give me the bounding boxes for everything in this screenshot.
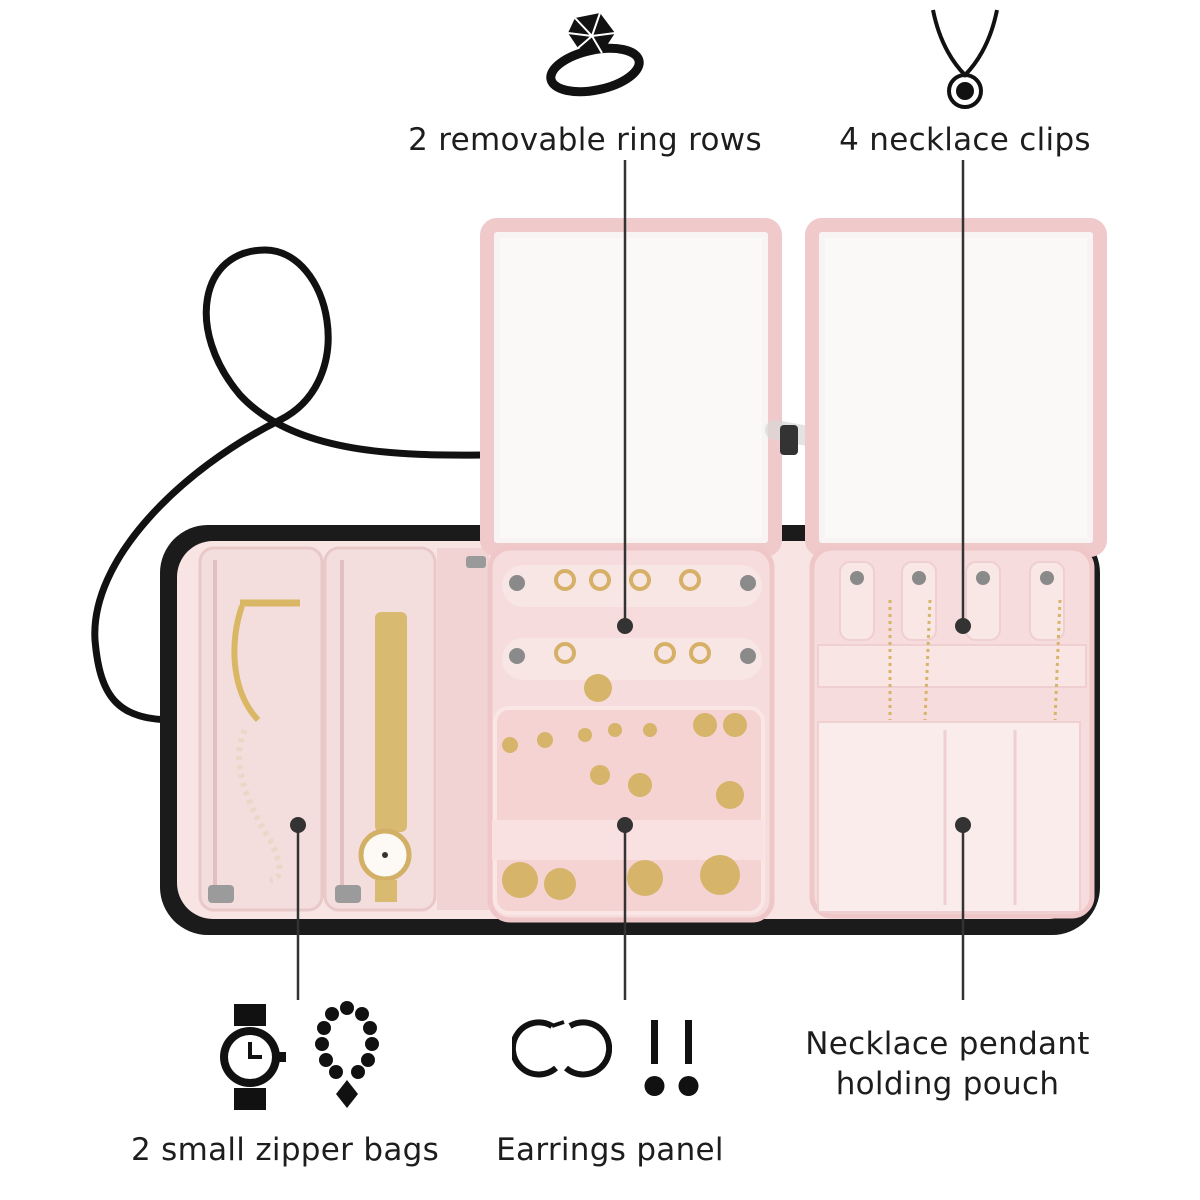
ring-row-2 <box>502 638 762 680</box>
pendant-pouch-label-line2: holding pouch <box>835 1066 1060 1102</box>
necklace-panel <box>809 545 1095 919</box>
earrings-panel-label: Earrings panel <box>496 1132 724 1168</box>
pendant-pouch <box>817 721 1081 913</box>
zipper-bag-2 <box>323 546 437 912</box>
watch-icon <box>220 1004 286 1110</box>
pendant-pouch-label-line1: Necklace pendant <box>805 1026 1090 1062</box>
zipper-bags-label: 2 small zipper bags <box>130 1132 440 1168</box>
necklace-clip-1 <box>839 561 875 641</box>
necklace-lid <box>805 218 1107 557</box>
elastic-band <box>817 644 1087 688</box>
drop-earrings-icon <box>644 1020 699 1096</box>
necklace-clip-2 <box>901 561 937 641</box>
hanging-cord <box>91 246 504 724</box>
zipper-bag-1 <box>198 546 324 912</box>
leader-lines <box>296 160 965 1000</box>
leader-dot-ring-rows <box>617 618 633 634</box>
leader-dot-necklace-clips <box>955 618 971 634</box>
pendant-necklace-icon <box>931 9 999 109</box>
hoop-earrings-icon <box>512 1019 612 1078</box>
ring-icon <box>546 12 644 97</box>
leader-dot-earrings <box>617 817 633 833</box>
bead-bracelet-icon <box>315 1001 379 1108</box>
necklace-clip-4 <box>1029 561 1065 641</box>
earrings-card <box>493 706 765 915</box>
ring-rows-label: 2 removable ring rows <box>408 122 762 158</box>
leader-dot-zipper-bags <box>290 817 306 833</box>
ring-earring-panel <box>487 545 775 923</box>
necklace-clips-label: 4 necklace clips <box>839 122 1091 158</box>
leader-dot-pendant-pouch <box>955 817 971 833</box>
necklace-clip-3 <box>965 561 1001 641</box>
